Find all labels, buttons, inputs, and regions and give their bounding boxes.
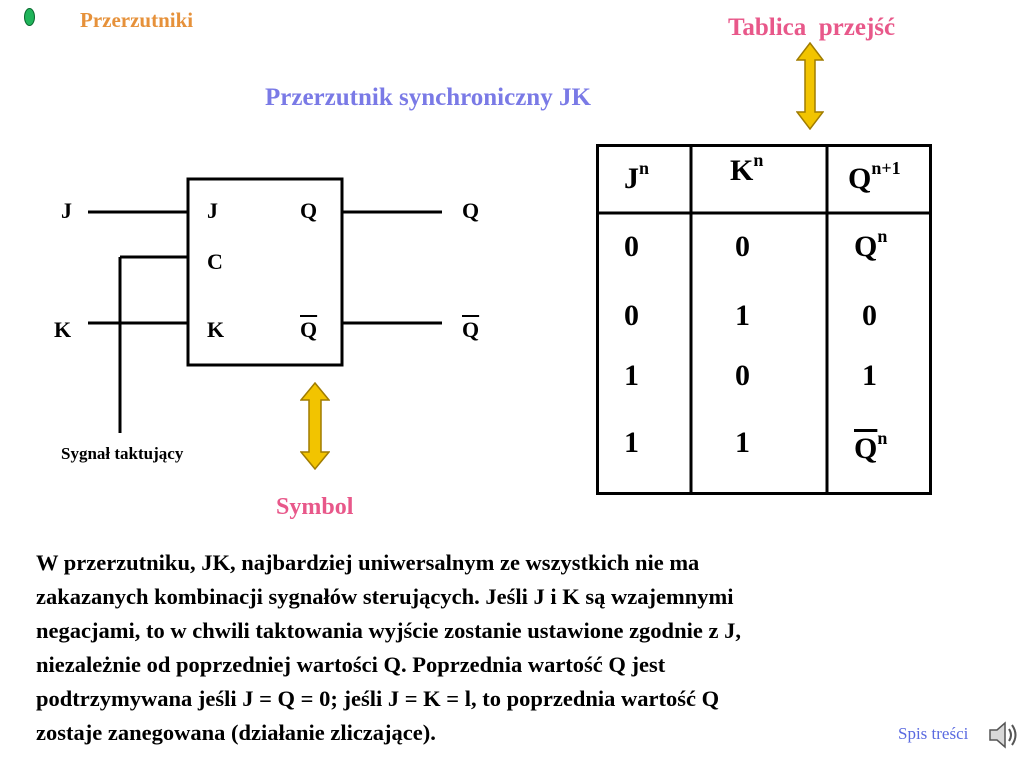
double-arrow-icon (796, 42, 824, 130)
row2-k: 1 (735, 299, 750, 332)
input-k-label: K (54, 317, 72, 342)
box-q-label: Q (300, 198, 318, 223)
input-j-label: J (61, 198, 72, 223)
double-arrow-icon (300, 382, 330, 470)
row2-j: 0 (624, 299, 639, 332)
row4-j: 1 (624, 426, 639, 459)
box-c-label: C (207, 249, 223, 274)
header-qn1: Qn+1 (848, 158, 901, 195)
row3-j: 1 (624, 359, 639, 392)
box-k-label: K (207, 317, 225, 342)
bullet-dot-icon (24, 8, 35, 26)
slide-subtitle: Przerzutnik synchroniczny JK (265, 84, 591, 111)
row3-k: 0 (735, 359, 750, 392)
row1-q: Qn (854, 226, 888, 263)
box-j-label: J (207, 198, 218, 223)
header-jn: Jn (624, 158, 650, 195)
row4-q-negated: Qn (854, 428, 888, 465)
slide-header-title: Przerzutniki (80, 8, 194, 32)
speaker-icon[interactable] (986, 718, 1020, 752)
row2-q: 0 (862, 299, 877, 332)
output-q-label: Q (462, 198, 480, 223)
row1-k: 0 (735, 230, 750, 263)
row4-k: 1 (735, 426, 750, 459)
clock-signal-label: Sygnał taktujący (61, 444, 184, 463)
row1-j: 0 (624, 230, 639, 263)
header-kn: Kn (730, 150, 764, 187)
flipflop-box (186, 177, 344, 367)
jk-flipflop-symbol (88, 177, 442, 433)
transition-table: Jn Kn Qn+1 0 0 Qn 0 1 0 1 0 1 1 1 Qn (596, 144, 932, 495)
table-grid (596, 144, 932, 495)
symbol-caption: Symbol (276, 494, 354, 520)
box-q-bar-label: Q (300, 317, 318, 342)
table-of-contents-link[interactable]: Spis treści (898, 724, 969, 743)
transition-table-caption: Tablica przejść (728, 14, 896, 41)
description-paragraph: W przerzutniku, JK, najbardziej uniwersa… (36, 550, 741, 745)
output-q-bar-label: Q (462, 317, 480, 342)
row3-q: 1 (862, 359, 877, 392)
